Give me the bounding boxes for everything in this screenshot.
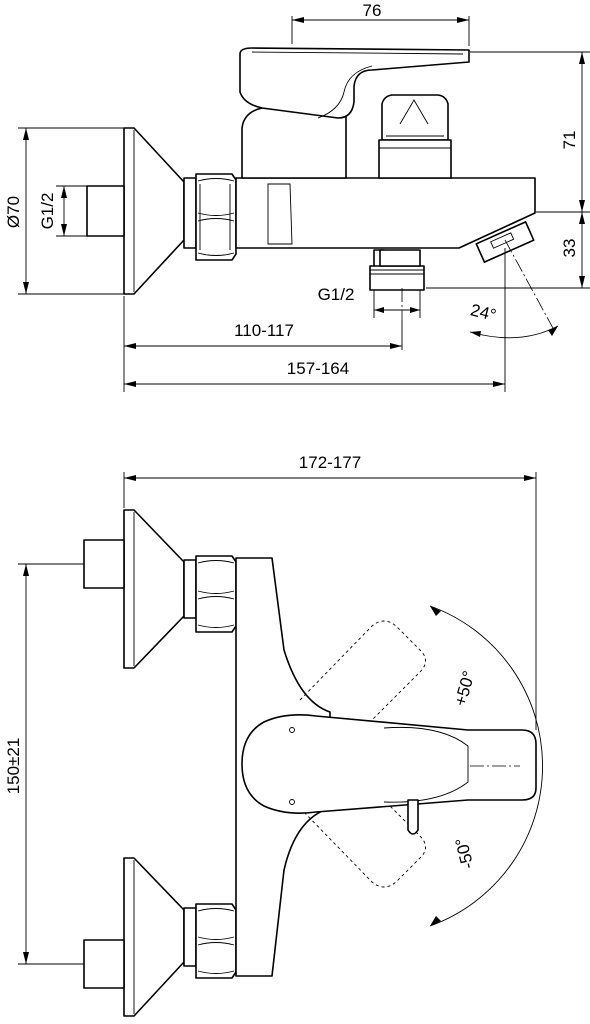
dim-76: 76 — [291, 1, 470, 46]
label-outlet-thread: G1/2 — [318, 285, 355, 304]
mixer-body — [235, 177, 536, 249]
top-lever-handle — [241, 714, 537, 814]
lever-position-plus50 — [299, 620, 426, 731]
dim-150-21: 150±21 — [4, 563, 84, 965]
dim-157-164: 157-164 — [124, 248, 506, 392]
top-inlet-pipe-upper — [83, 539, 125, 589]
top-wall-flange-lower — [123, 857, 185, 1017]
label-diameter-70: Ø70 — [4, 196, 23, 228]
label-157-164: 157-164 — [287, 359, 349, 378]
label-24-deg: 24° — [469, 300, 499, 325]
lever-handle — [239, 47, 470, 119]
inlet-pipe — [86, 185, 125, 237]
dim-outlet-thread: G1/2 — [318, 285, 421, 318]
top-view: 172-177 150±21 +50° -50° — [4, 453, 543, 1017]
dim-spout-angle: 24° — [469, 300, 559, 339]
label-110-117: 110-117 — [234, 321, 294, 340]
dim-71: 71 — [470, 51, 590, 213]
top-wall-flange-upper — [123, 509, 185, 669]
label-inlet-thread: G1/2 — [38, 193, 57, 230]
label-172-177: 172-177 — [299, 453, 361, 472]
dim-inlet-thread: G1/2 — [38, 185, 87, 237]
lever-position-minus50 — [299, 777, 426, 888]
top-diverter-pin — [407, 799, 419, 835]
dim-33: 33 — [426, 212, 590, 289]
shower-outlet — [369, 249, 425, 291]
label-76: 76 — [363, 1, 382, 20]
dim-172-177: 172-177 — [123, 453, 537, 730]
label-71: 71 — [560, 131, 579, 150]
dim-flange-diameter: Ø70 — [4, 127, 124, 295]
label-33: 33 — [560, 239, 579, 258]
dim-110-117: 110-117 — [123, 296, 403, 392]
diverter-knob — [378, 94, 452, 179]
label-minus-50: -50° — [452, 836, 478, 871]
top-hex-nut-lower — [183, 903, 237, 979]
spout-nozzle — [475, 221, 535, 263]
hex-nut — [183, 173, 237, 261]
label-plus-50: +50° — [451, 669, 479, 708]
top-inlet-pipe-lower — [83, 939, 125, 989]
wall-flange — [123, 127, 185, 295]
label-150-21: 150±21 — [4, 738, 23, 795]
side-view: 76 71 33 Ø70 — [4, 1, 590, 392]
top-hex-nut-upper — [183, 555, 237, 633]
